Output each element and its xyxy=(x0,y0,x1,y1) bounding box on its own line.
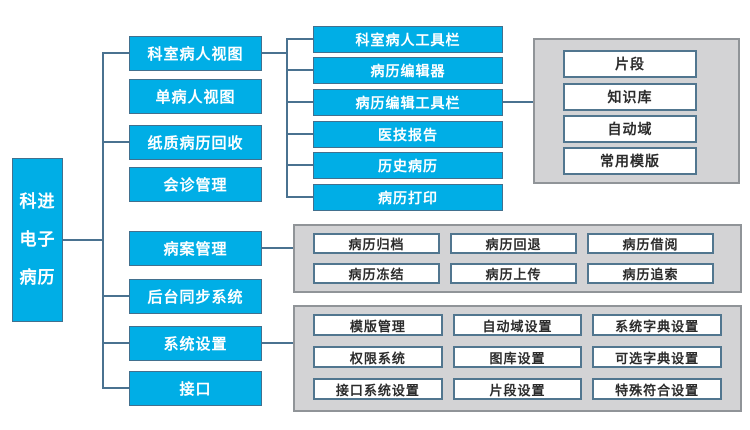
connector-trunk-interface xyxy=(102,387,130,389)
leaf-knowledge-base: 知识库 xyxy=(563,83,697,111)
root-label-line: 电子 xyxy=(19,229,56,250)
connector-trunk-dept-view xyxy=(102,52,130,54)
group-settings-functions: 模版管理 自动域设置 系统字典设置 权限系统 图库设置 可选字典设置 接口系统设… xyxy=(293,305,742,412)
connector-deptview-to-branch xyxy=(260,52,288,54)
node-medtech-report: 医技报告 xyxy=(313,121,503,148)
node-medical-record-mgmt: 病案管理 xyxy=(129,231,262,266)
node-paper-record-recycle: 纸质病历回收 xyxy=(129,125,262,160)
connector-root-to-trunk xyxy=(62,239,103,241)
connector-recordmgmt-to-panel xyxy=(260,247,294,249)
connector-edittoolbar-to-resources xyxy=(501,101,534,103)
connector-trunk-paper-recycle xyxy=(102,141,130,143)
leaf-record-rollback: 病历回退 xyxy=(450,233,577,254)
connector-branch-history xyxy=(286,164,315,166)
node-dept-patient-view: 科室病人视图 xyxy=(129,36,262,71)
node-record-editor: 病历编辑器 xyxy=(313,57,503,84)
connector-settings-to-panel xyxy=(260,342,294,344)
group-editor-resources: 片段 知识库 自动域 常用模版 xyxy=(533,38,740,184)
node-history-record: 历史病历 xyxy=(313,152,503,179)
node-background-sync: 后台同步系统 xyxy=(129,279,262,314)
group-record-mgmt-functions: 病历归档 病历回退 病历借阅 病历冻结 病历上传 病历追索 xyxy=(293,224,742,293)
leaf-fragment-settings: 片段设置 xyxy=(452,378,583,400)
leaf-record-trace: 病历追索 xyxy=(587,263,714,284)
node-consultation-mgmt: 会诊管理 xyxy=(129,167,262,202)
node-record-edit-toolbar: 病历编辑工具栏 xyxy=(313,89,503,116)
leaf-record-upload: 病历上传 xyxy=(450,263,577,284)
connector-branch-view-children xyxy=(286,39,288,198)
leaf-record-borrow: 病历借阅 xyxy=(587,233,714,254)
connector-trunk-settings xyxy=(102,342,130,344)
node-system-settings: 系统设置 xyxy=(129,326,262,361)
leaf-auto-domain: 自动域 xyxy=(563,115,697,143)
leaf-auto-domain-settings: 自动域设置 xyxy=(452,314,583,336)
connector-branch-medtech xyxy=(286,133,315,135)
leaf-template-mgmt: 模版管理 xyxy=(313,314,443,336)
node-interface: 接口 xyxy=(129,371,262,406)
node-record-print: 病历打印 xyxy=(313,184,503,211)
connector-branch-editor xyxy=(286,69,315,71)
leaf-system-dict-settings: 系统字典设置 xyxy=(592,314,722,336)
leaf-record-archive: 病历归档 xyxy=(313,233,440,254)
leaf-record-freeze: 病历冻结 xyxy=(313,263,440,284)
leaf-gallery-settings: 图库设置 xyxy=(452,346,583,368)
root-node-kejin-emr: 科进 电子 病历 xyxy=(12,158,63,322)
connector-branch-toolbar xyxy=(286,38,315,40)
leaf-common-template: 常用模版 xyxy=(563,147,697,175)
leaf-optional-dict-settings: 可选字典设置 xyxy=(592,346,722,368)
leaf-interface-system-settings: 接口系统设置 xyxy=(313,378,443,400)
node-dept-patient-toolbar: 科室病人工具栏 xyxy=(313,26,503,53)
root-label-line: 科进 xyxy=(19,191,56,212)
node-single-patient-view: 单病人视图 xyxy=(129,79,262,114)
connector-trunk-sync xyxy=(102,295,130,297)
connector-trunk xyxy=(102,52,104,389)
leaf-permission-system: 权限系统 xyxy=(313,346,443,368)
leaf-special-symbol-settings: 特殊符合设置 xyxy=(592,378,722,400)
connector-branch-print xyxy=(286,196,315,198)
connector-branch-edit-toolbar xyxy=(286,101,315,103)
leaf-fragment: 片段 xyxy=(563,50,697,78)
root-label-line: 病历 xyxy=(19,267,56,288)
